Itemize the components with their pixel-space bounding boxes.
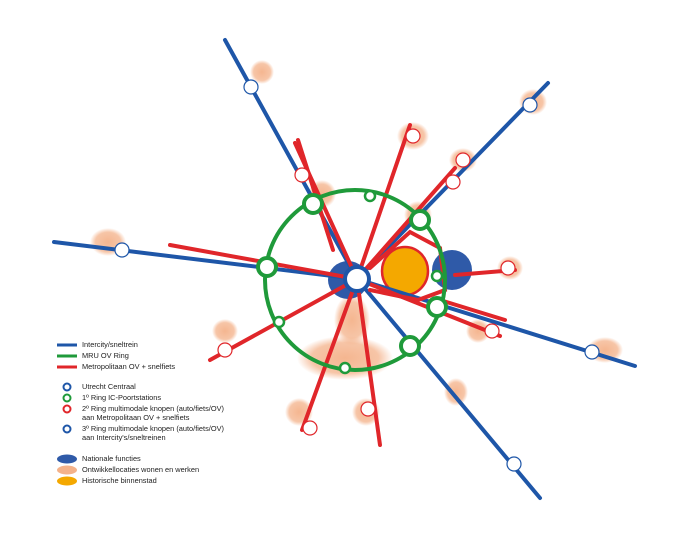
legend-ontwikkel-label: Ontwikkellocaties wonen en werken: [82, 465, 200, 474]
ring3-icon: [62, 424, 72, 434]
legend-intercity-label: Intercity/sneltrein: [82, 340, 138, 349]
ring2-nodes: [217, 128, 516, 436]
mru-ov-ring: [263, 188, 447, 372]
legend-ontwikkel: Ontwikkellocaties wonen en werken: [56, 465, 306, 476]
ring1-icon: [62, 393, 72, 403]
legend-ring1-label: 1º Ring IC-Poortstations: [82, 393, 162, 402]
metro-line-icon: [57, 365, 77, 369]
historisch-swatch-icon: [57, 476, 77, 486]
legend-ring1: 1º Ring IC-Poortstations: [56, 393, 306, 404]
legend-metro: Metropolitaan OV + snelfiets: [56, 362, 306, 373]
legend-ring2-label-a: 2º Ring multimodale knopen (auto/fiets/O…: [82, 404, 224, 413]
legend-utrecht-centraal: Utrecht Centraal: [56, 382, 306, 393]
ring3-nodes: [114, 79, 600, 472]
ring2-icon: [62, 404, 72, 414]
legend-nationale-label: Nationale functies: [82, 454, 141, 463]
legend-mru-label: MRU OV Ring: [82, 351, 129, 360]
legend-ring2: 2º Ring multimodale knopen (auto/fiets/O…: [56, 404, 306, 424]
ring1-small-stations: [272, 189, 444, 375]
nationale-swatch-icon: [57, 454, 77, 464]
legend-historisch-label: Historische binnenstad: [82, 476, 157, 485]
legend-ring3-label-a: 3º Ring multimodale knopen (auto/fiets/O…: [82, 424, 224, 433]
legend-metro-label: Metropolitaan OV + snelfiets: [82, 362, 176, 371]
legend: Intercity/sneltrein MRU OV Ring Metropol…: [56, 340, 306, 487]
legend-uc-label: Utrecht Centraal: [82, 382, 136, 391]
legend-historisch: Historische binnenstad: [56, 476, 306, 487]
legend-ring2-label-b: aan Metropolitaan OV + snelfiets: [82, 413, 190, 422]
legend-ring3-label-b: aan Intercity's/sneltreinen: [82, 433, 166, 442]
ring1-stations: [256, 193, 448, 357]
mru-line-icon: [57, 354, 77, 358]
legend-nationale: Nationale functies: [56, 454, 306, 465]
legend-ring3: 3º Ring multimodale knopen (auto/fiets/O…: [56, 424, 306, 444]
legend-mru-ring: MRU OV Ring: [56, 351, 306, 362]
utrecht-centraal: [343, 265, 371, 293]
utrecht-centraal-icon: [62, 382, 72, 392]
ontwikkel-swatch-icon: [57, 465, 77, 475]
intercity-line-icon: [57, 343, 77, 347]
legend-intercity: Intercity/sneltrein: [56, 340, 306, 351]
